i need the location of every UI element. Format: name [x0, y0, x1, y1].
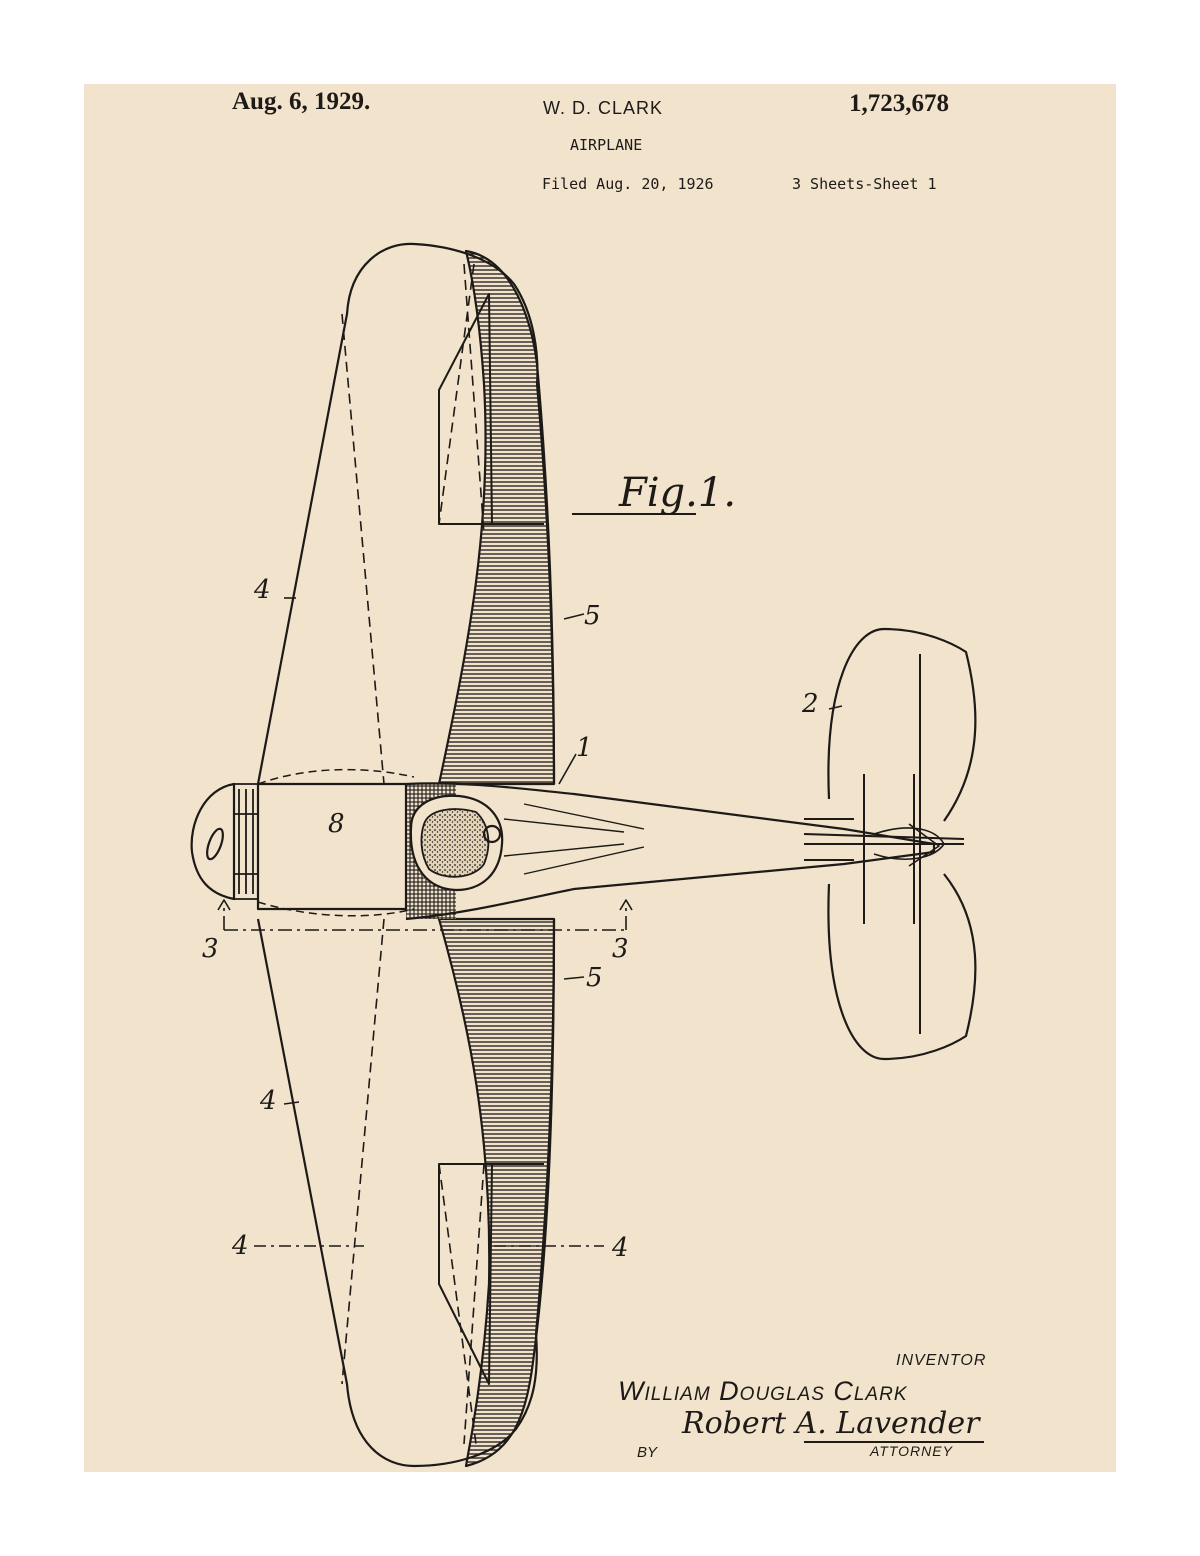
lower-wing-spar-dashed [341, 918, 485, 1445]
lower-wing-shaded-region [437, 917, 556, 1468]
patent-title: AIRPLANE [570, 136, 643, 154]
ref-numeral-5-lower: 5 [586, 963, 603, 993]
ref-numeral-5-upper: 5 [584, 601, 601, 631]
tail-plane-upper [827, 627, 977, 822]
tail-tip [873, 823, 945, 867]
pilot-headrest [482, 824, 502, 844]
cockpit-seat [420, 808, 490, 878]
sheet-count: 3 Sheets-Sheet 1 [792, 175, 937, 193]
filed-date: Filed Aug. 20, 1926 [542, 175, 714, 193]
inventor-label: INVENTOR [896, 1352, 987, 1369]
upper-aileron [438, 293, 544, 525]
airplane-drawing: Fig.1. 4 5 1 2 8 3 3 5 4 4 4 [190, 242, 984, 1468]
ref-numeral-8: 8 [328, 809, 345, 839]
upper-wing-outline [256, 242, 556, 785]
ref-numeral-1: 1 [576, 733, 593, 763]
nose-hub [206, 827, 224, 861]
ref-numeral-4-upper: 4 [253, 575, 271, 605]
patent-date: Aug. 6, 1929. [232, 88, 371, 115]
patent-sheet: Aug. 6, 1929. W. D. CLARK 1,723,678 AIRP… [84, 84, 1116, 1472]
tail-plane-lower [827, 873, 977, 1061]
figure-label: Fig.1. [618, 470, 736, 516]
inventor-full-name: William Douglas Clark [618, 1376, 908, 1406]
ref-lead-2 [828, 705, 843, 710]
ref-lead-4-lower [283, 1101, 300, 1105]
ref-numeral-3-right: 3 [612, 934, 629, 964]
by-label: BY [637, 1444, 658, 1461]
nose-spinner [190, 782, 236, 901]
attorney-label: ATTORNEY [870, 1443, 953, 1459]
ref-numeral-2: 2 [801, 689, 819, 719]
patent-number: 1,723,678 [849, 90, 949, 117]
lower-aileron [438, 1163, 544, 1385]
engine-cylinders [233, 783, 259, 900]
attorney-signature: Robert A. Lavender [682, 1406, 980, 1441]
upper-wing-spar-dashed [341, 263, 485, 785]
ref-numeral-4-section-left: 4 [231, 1231, 249, 1261]
inventor-short-name: W. D. CLARK [543, 98, 664, 118]
elevator-hinge-lines [803, 654, 965, 1034]
lower-wing-outline [256, 918, 556, 1468]
ref-lead-1 [558, 753, 577, 785]
section-arrows [217, 899, 633, 911]
fuselage-forward-section [256, 782, 408, 911]
ref-lead-5-upper [563, 613, 585, 620]
ref-numeral-4-lower: 4 [259, 1086, 277, 1116]
cowling-dashed-outline [257, 768, 415, 917]
ref-numeral-3-left: 3 [202, 934, 219, 964]
ref-numeral-4-section-right: 4 [611, 1233, 629, 1263]
upper-wing-shaded-region [437, 249, 556, 786]
ref-lead-5-lower [563, 976, 585, 980]
section-line-3-3 [223, 904, 627, 931]
fuselage-body [405, 782, 936, 921]
fuselage-stringers [503, 803, 645, 875]
